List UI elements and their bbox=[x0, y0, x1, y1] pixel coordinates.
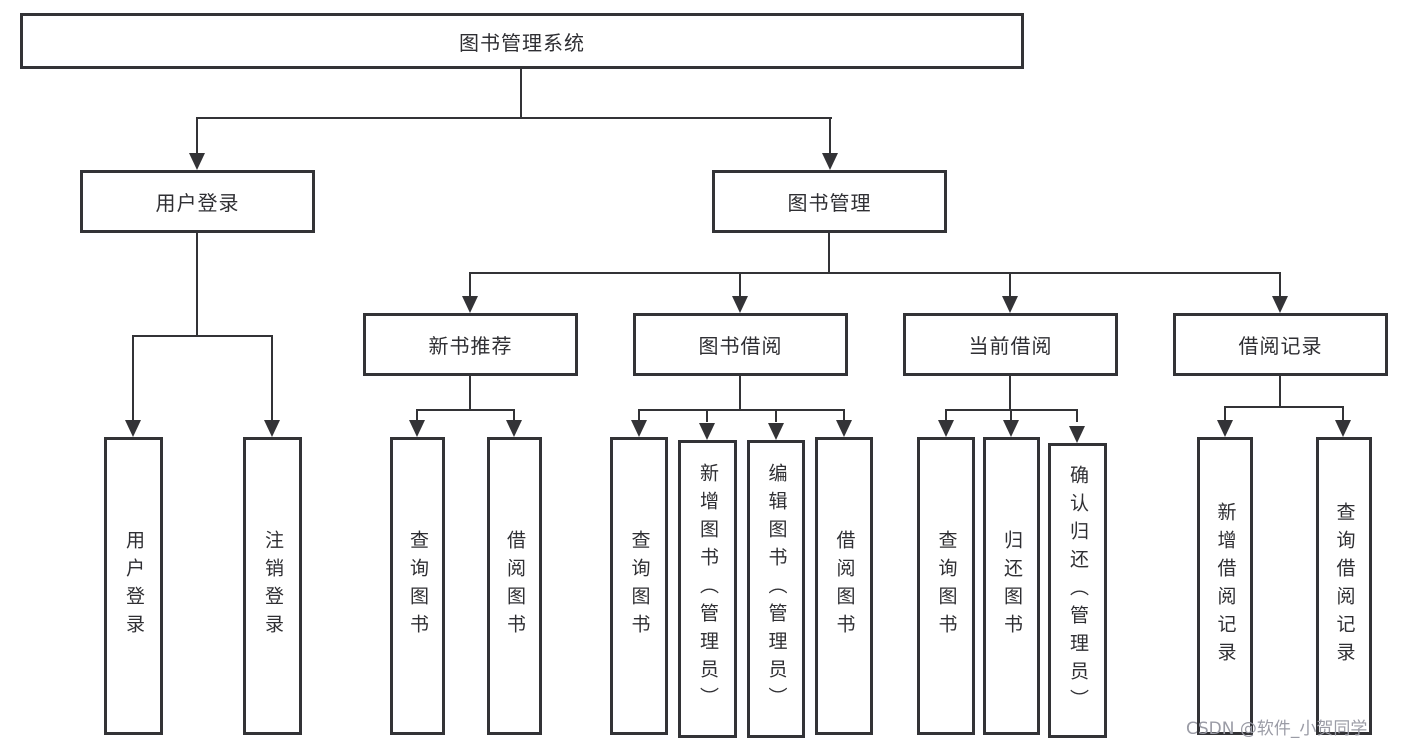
arrow-down-icon bbox=[836, 420, 852, 437]
leaf-borrow-books: 借阅图书 bbox=[815, 437, 873, 735]
node-label: 确认归还（管理员） bbox=[1067, 464, 1089, 717]
node-label: 新书推荐 bbox=[428, 334, 513, 358]
leaf-logout: 注销登录 bbox=[243, 437, 302, 735]
node-library-management-system: 图书管理系统 bbox=[20, 13, 1024, 69]
node-label: 编辑图书（管理员） bbox=[765, 463, 788, 715]
connector-line bbox=[1342, 406, 1344, 422]
arrow-down-icon bbox=[462, 296, 478, 313]
connector-line bbox=[520, 69, 522, 118]
node-book-management: 图书管理 bbox=[712, 170, 947, 233]
connector-line bbox=[469, 272, 1281, 274]
leaf-user-login: 用户登录 bbox=[104, 437, 163, 735]
connector-line bbox=[1279, 376, 1281, 408]
connector-line bbox=[828, 233, 830, 274]
connector-line bbox=[843, 409, 845, 422]
connector-line bbox=[196, 117, 832, 119]
node-label: 注销登录 bbox=[262, 530, 284, 642]
arrow-down-icon bbox=[264, 420, 280, 437]
leaf-add-book-admin: 新增图书（管理员） bbox=[678, 440, 737, 738]
node-book-borrow: 图书借阅 bbox=[633, 313, 848, 376]
leaf-confirm-return-admin: 确认归还（管理员） bbox=[1048, 443, 1107, 738]
connector-line bbox=[739, 376, 741, 411]
connector-line bbox=[638, 409, 640, 422]
leaf-query-books: 查询图书 bbox=[610, 437, 668, 735]
arrow-down-icon bbox=[1335, 420, 1351, 437]
connector-line bbox=[739, 272, 741, 298]
connector-line bbox=[513, 409, 515, 422]
leaf-add-borrow-record: 新增借阅记录 bbox=[1197, 437, 1253, 735]
connector-line bbox=[1010, 409, 1012, 422]
connector-line bbox=[469, 376, 471, 411]
arrow-down-icon bbox=[1002, 296, 1018, 313]
arrow-down-icon bbox=[506, 420, 522, 437]
arrow-down-icon bbox=[822, 153, 838, 170]
node-label: 用户登录 bbox=[155, 191, 240, 215]
connector-line bbox=[706, 409, 708, 422]
node-label: 借阅图书 bbox=[833, 530, 856, 642]
leaf-query-borrow-record: 查询借阅记录 bbox=[1316, 437, 1372, 735]
node-label: 借阅图书 bbox=[504, 530, 526, 642]
leaf-edit-book-admin: 编辑图书（管理员） bbox=[747, 440, 805, 738]
connector-line bbox=[1009, 376, 1011, 411]
arrow-down-icon bbox=[938, 420, 954, 437]
node-label: 归还图书 bbox=[1001, 530, 1023, 642]
connector-line bbox=[945, 409, 947, 422]
connector-line bbox=[829, 117, 831, 155]
arrow-down-icon bbox=[1069, 426, 1085, 443]
connector-line bbox=[416, 409, 515, 411]
leaf-borrow-books: 借阅图书 bbox=[487, 437, 542, 735]
node-label: 查询图书 bbox=[628, 530, 651, 642]
connector-line bbox=[132, 335, 273, 337]
node-label: 用户登录 bbox=[123, 530, 145, 642]
connector-line bbox=[1009, 272, 1011, 298]
arrow-down-icon bbox=[409, 420, 425, 437]
connector-line bbox=[638, 409, 845, 411]
connector-line bbox=[271, 335, 273, 422]
node-label: 查询图书 bbox=[407, 530, 429, 642]
node-new-book-recommend: 新书推荐 bbox=[363, 313, 578, 376]
leaf-query-books: 查询图书 bbox=[917, 437, 975, 735]
arrow-down-icon bbox=[768, 423, 784, 440]
leaf-query-books: 查询图书 bbox=[390, 437, 445, 735]
arrow-down-icon bbox=[699, 423, 715, 440]
arrow-down-icon bbox=[631, 420, 647, 437]
connector-line bbox=[196, 233, 198, 337]
node-label: 图书借阅 bbox=[698, 334, 783, 358]
arrow-down-icon bbox=[1217, 420, 1233, 437]
connector-line bbox=[1076, 409, 1078, 422]
arrow-down-icon bbox=[1003, 420, 1019, 437]
connector-line bbox=[1279, 272, 1281, 298]
node-label: 新增借阅记录 bbox=[1214, 502, 1237, 670]
node-label: 借阅记录 bbox=[1238, 334, 1323, 358]
node-user-login: 用户登录 bbox=[80, 170, 315, 233]
arrow-down-icon bbox=[732, 296, 748, 313]
node-label: 当前借阅 bbox=[968, 334, 1053, 358]
node-label: 查询图书 bbox=[935, 530, 958, 642]
csdn-watermark: CSDN @软件_小贺同学 bbox=[1186, 719, 1368, 739]
node-label: 新增图书（管理员） bbox=[697, 463, 719, 715]
node-borrow-records: 借阅记录 bbox=[1173, 313, 1388, 376]
node-label: 查询借阅记录 bbox=[1333, 502, 1356, 670]
node-label: 图书管理系统 bbox=[459, 30, 585, 55]
connector-line bbox=[132, 335, 134, 422]
connector-line bbox=[775, 409, 777, 422]
leaf-return-books: 归还图书 bbox=[983, 437, 1040, 735]
connector-line bbox=[469, 272, 471, 298]
node-label: 图书管理 bbox=[787, 191, 872, 215]
arrow-down-icon bbox=[125, 420, 141, 437]
connector-line bbox=[1224, 406, 1344, 408]
node-current-borrow: 当前借阅 bbox=[903, 313, 1118, 376]
connector-line bbox=[196, 117, 198, 155]
arrow-down-icon bbox=[1272, 296, 1288, 313]
connector-line bbox=[416, 409, 418, 422]
connector-line bbox=[1224, 406, 1226, 422]
arrow-down-icon bbox=[189, 153, 205, 170]
